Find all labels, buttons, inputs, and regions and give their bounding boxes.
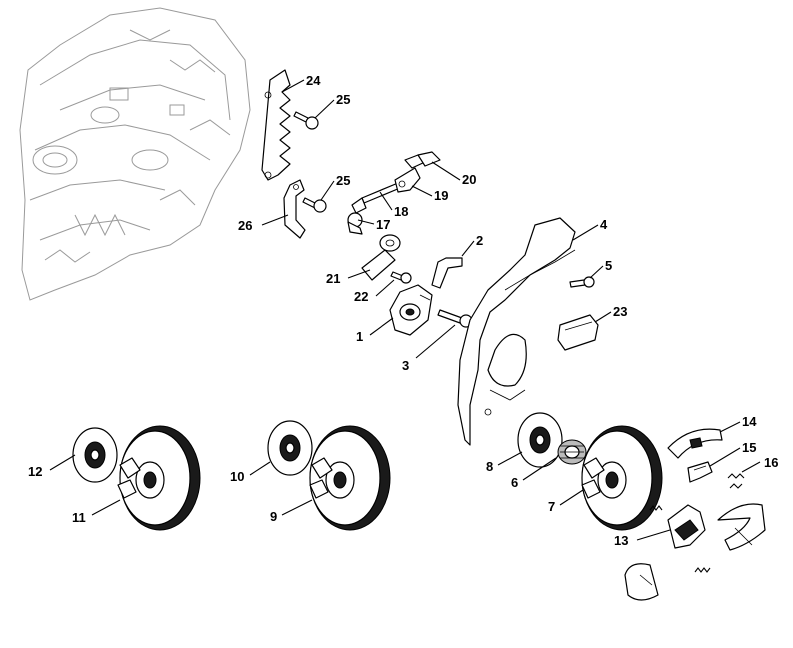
part-8-sprocket — [517, 412, 563, 468]
label-5: 5 — [605, 258, 612, 273]
label-6: 6 — [511, 475, 518, 490]
part-1-housing — [389, 284, 433, 336]
part-17-cam — [347, 212, 363, 235]
part-19-link — [394, 167, 421, 193]
label-25-lower: 25 — [336, 173, 350, 188]
leader-lines — [49, 79, 761, 541]
part-2-pin — [431, 257, 463, 289]
part-24-spike-plate — [261, 69, 291, 181]
label-16: 16 — [764, 455, 778, 470]
label-19: 19 — [434, 188, 448, 203]
part-22-screw — [390, 271, 412, 284]
part-12-sprocket — [72, 427, 118, 483]
part-14-clutch-shoe — [667, 428, 723, 459]
part-3-bolt — [437, 309, 473, 328]
engine-crankcase-outline — [19, 7, 251, 301]
label-24: 24 — [306, 73, 321, 88]
label-2: 2 — [476, 233, 483, 248]
label-8: 8 — [486, 459, 493, 474]
part-21-roller-pin — [361, 234, 401, 281]
label-18: 18 — [394, 204, 408, 219]
part-10-sprocket — [267, 420, 313, 476]
label-9: 9 — [270, 509, 277, 524]
label-26: 26 — [238, 218, 252, 233]
label-7: 7 — [548, 499, 555, 514]
label-13: 13 — [614, 533, 628, 548]
part-7-clutch-drum — [581, 425, 663, 531]
label-21: 21 — [326, 271, 340, 286]
part-26-angle-bracket — [283, 179, 306, 239]
part-5-screw — [569, 276, 595, 288]
label-20: 20 — [462, 172, 476, 187]
part-20-block — [404, 151, 441, 169]
part-6-needle-cage — [557, 439, 587, 465]
label-4: 4 — [600, 217, 608, 232]
part-4-brake-cover — [457, 217, 576, 446]
label-17: 17 — [376, 217, 390, 232]
part-9-clutch-drum — [309, 425, 391, 531]
part-16-spring — [727, 473, 745, 489]
label-3: 3 — [402, 358, 409, 373]
label-23: 23 — [613, 304, 627, 319]
part-15-spring-clip — [687, 461, 713, 483]
label-12: 12 — [28, 464, 42, 479]
part-25-screw-upper — [293, 111, 319, 130]
part-labels: 24 25 25 26 17 18 19 20 21 22 2 4 5 23 1… — [28, 73, 778, 548]
label-14: 14 — [742, 414, 757, 429]
part-25-screw-lower — [302, 197, 327, 213]
label-15: 15 — [742, 440, 756, 455]
part-13-clutch-assembly — [624, 503, 766, 601]
label-1: 1 — [356, 329, 363, 344]
label-11: 11 — [72, 510, 86, 525]
part-23-pad — [557, 314, 599, 351]
label-22: 22 — [354, 289, 368, 304]
part-18-long-bolt — [351, 182, 401, 214]
label-25-upper: 25 — [336, 92, 350, 107]
part-11-clutch-drum — [117, 425, 201, 531]
label-10: 10 — [230, 469, 244, 484]
